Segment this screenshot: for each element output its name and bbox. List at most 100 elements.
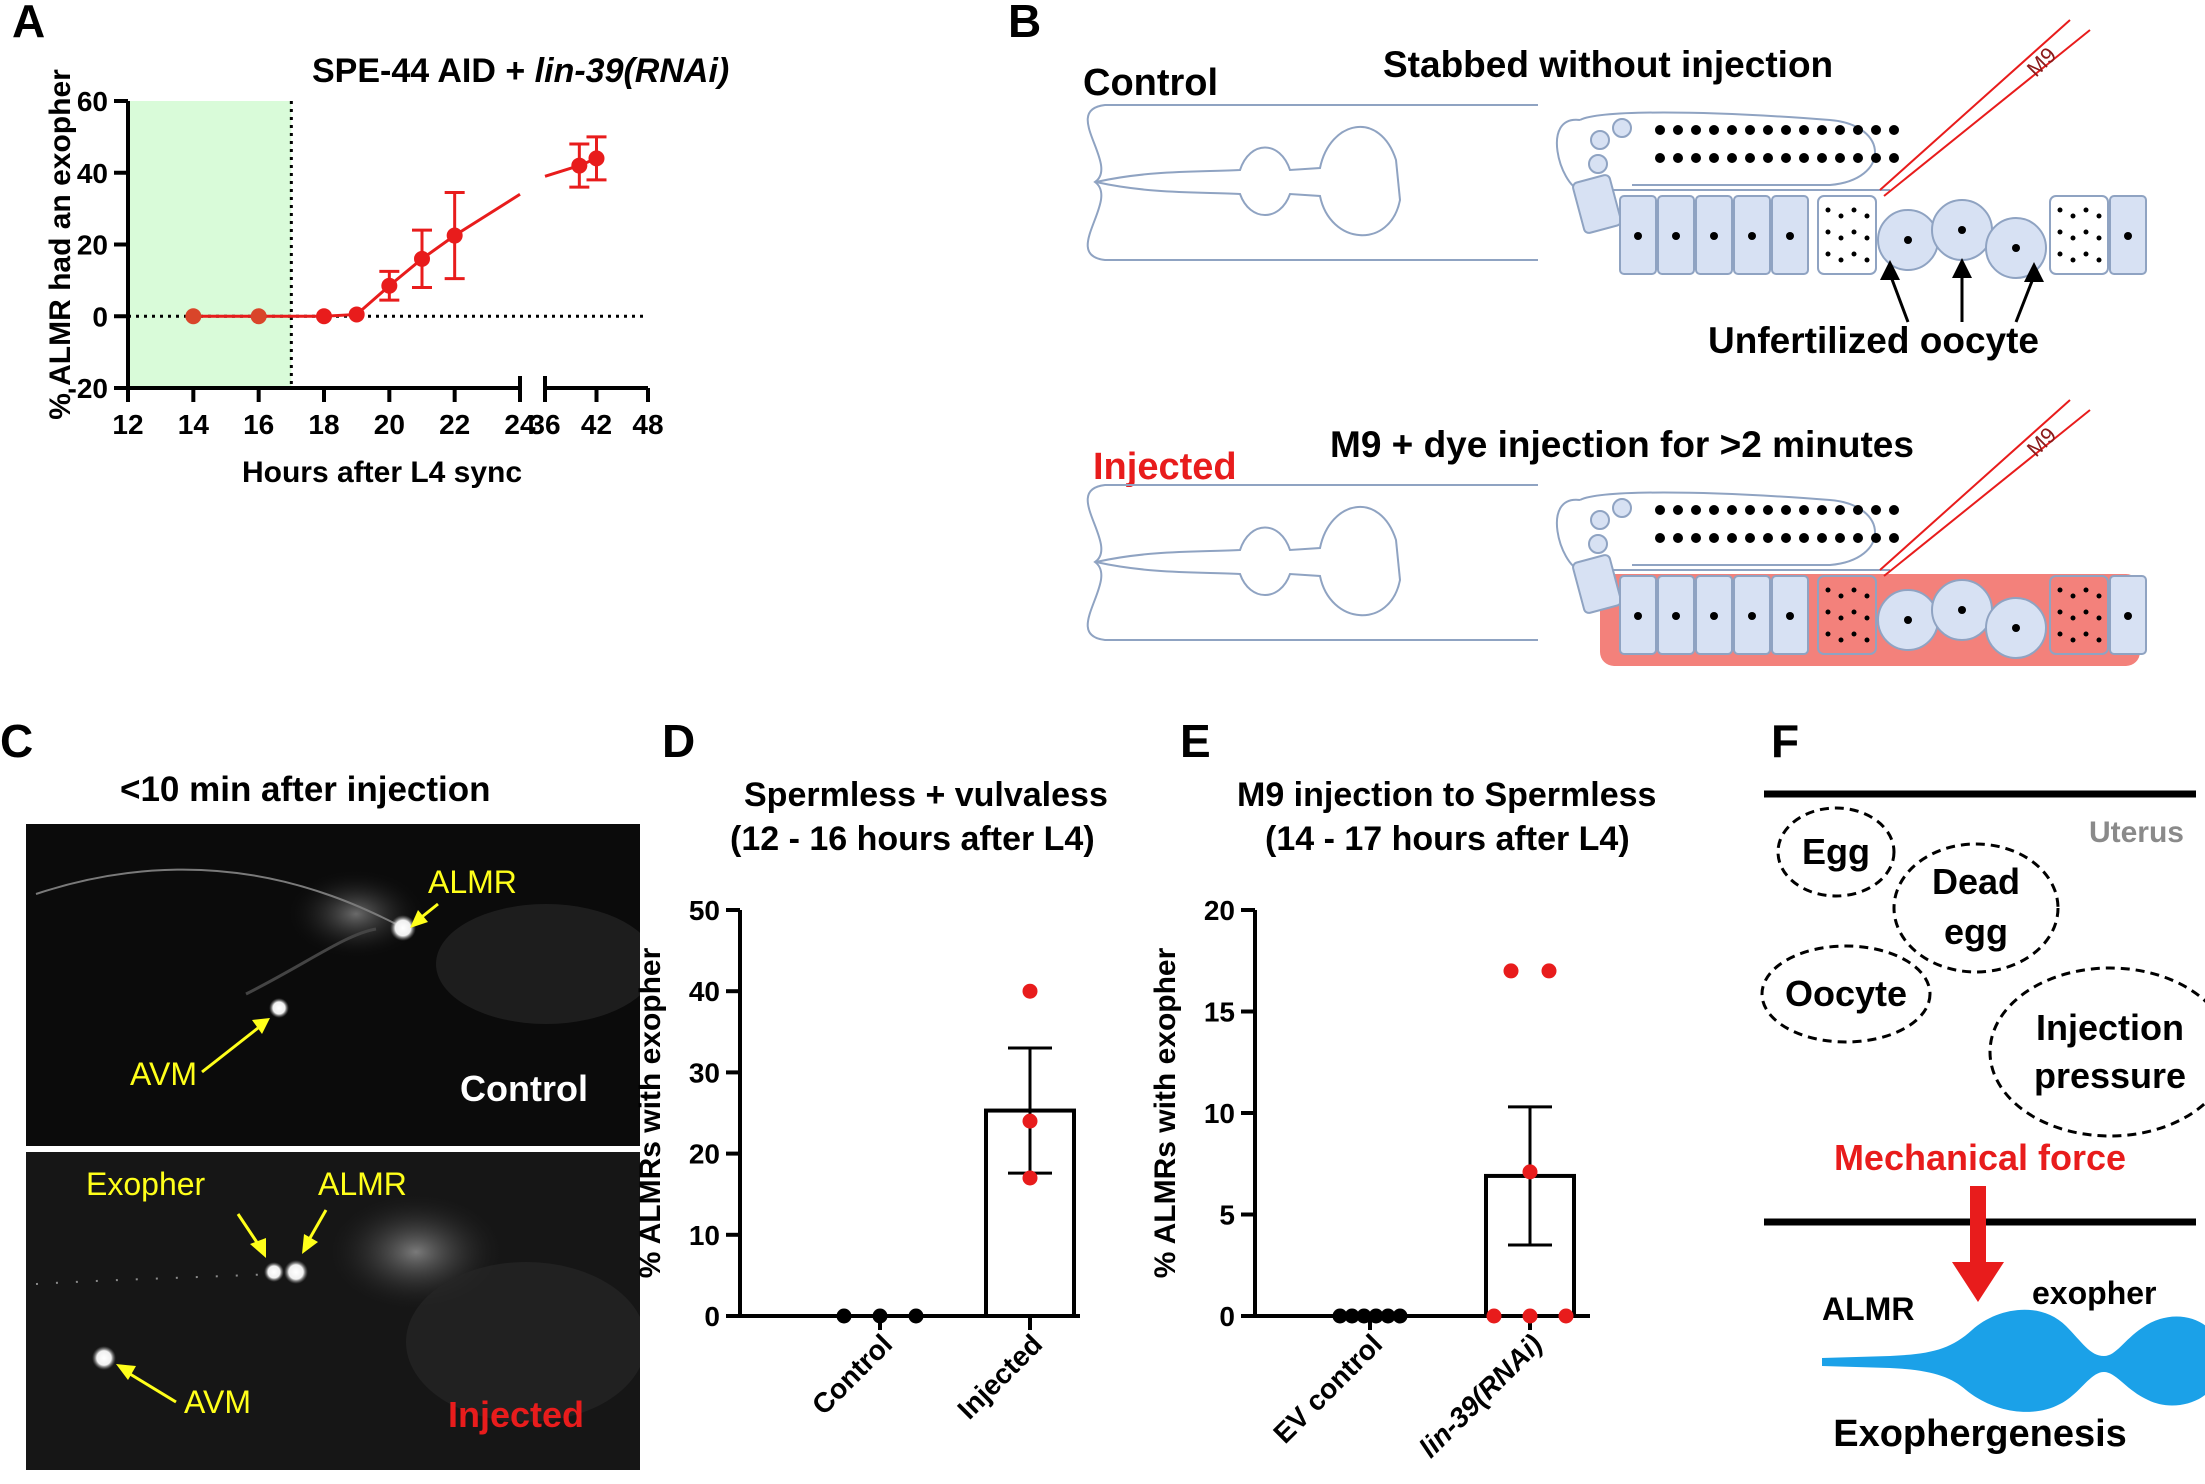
worm-injected-germ-dot bbox=[1835, 505, 1845, 515]
worm-control-sperm-dot bbox=[2070, 235, 2076, 241]
panel-a-data-point bbox=[571, 157, 588, 174]
panel-letter-c: C bbox=[0, 715, 34, 767]
worm-injected-sperm-dot bbox=[2057, 631, 2063, 637]
worm-control-nucleus bbox=[1672, 232, 1680, 240]
worm-control-oocyte-nucleus bbox=[1904, 236, 1912, 244]
worm-injected-germ-dot bbox=[1709, 533, 1719, 543]
worm-control-sperm-dot bbox=[2083, 207, 2089, 213]
panel-e-data-point bbox=[1486, 1308, 1502, 1324]
panel-e-title-2: (14 - 17 hours after L4) bbox=[1265, 820, 1630, 858]
panel-a-y-tick-label: 20 bbox=[77, 230, 108, 261]
worm-control-outline bbox=[1086, 104, 1538, 261]
worm-injected-sperm-dot bbox=[2083, 631, 2089, 637]
panel-d-title-1: Spermless + vulvaless bbox=[744, 776, 1108, 814]
worm-control-sperm-dot bbox=[1851, 229, 1857, 235]
worm-control-germ-dot bbox=[1835, 153, 1845, 163]
worm-injected-germ-dot bbox=[1835, 533, 1845, 543]
worm-control-nucleus bbox=[1786, 232, 1794, 240]
worm-injected-sperm-dot bbox=[2070, 615, 2076, 621]
panel-a-y-tick-label: 40 bbox=[77, 158, 108, 189]
worm-injected-germ-dot bbox=[1853, 505, 1863, 515]
worm-control-spermatheca bbox=[1817, 195, 1877, 275]
panel-a-y-label: % ALMR had an exopher bbox=[44, 69, 77, 420]
worm-injected-germ-dot bbox=[1691, 533, 1701, 543]
worm-injected-sperm-dot bbox=[1838, 593, 1844, 599]
worm-injected-sperm-dot bbox=[2070, 593, 2076, 599]
worm-control-sperm-dot bbox=[1825, 251, 1831, 257]
worm-control-needle bbox=[1883, 29, 2091, 197]
panel-c-title: <10 min after injection bbox=[120, 770, 491, 809]
panel-a-x-label: Hours after L4 sync bbox=[242, 456, 522, 489]
worm-injected-germ-dot bbox=[1853, 533, 1863, 543]
panel-e-y-tick-label: 15 bbox=[1204, 997, 1235, 1028]
worm-control-sperm-dot bbox=[2070, 257, 2076, 263]
worm-control-germ-dot bbox=[1889, 125, 1899, 135]
panel-a-x-tick-label: 24 bbox=[504, 409, 536, 440]
panel-e-y-label: % ALMRs with exopher bbox=[1149, 947, 1182, 1278]
worm-control-germ-dot bbox=[1871, 153, 1881, 163]
force-arrow-shaft bbox=[1970, 1186, 1986, 1272]
exophergenesis-text: Exophergenesis bbox=[1833, 1413, 2127, 1455]
panel-a-x-tick-label: 14 bbox=[178, 409, 210, 440]
worm-injected-germ-dot bbox=[1871, 505, 1881, 515]
worm-control-germ-dot bbox=[1691, 125, 1701, 135]
worm-injected-sperm-dot bbox=[2096, 593, 2102, 599]
worm-injected-oocyte-nucleus bbox=[1958, 606, 1966, 614]
panel-letter-d: D bbox=[662, 715, 696, 767]
control-condition-label: Control bbox=[460, 1068, 588, 1109]
worm-control-germ-dot bbox=[1709, 153, 1719, 163]
oocyte-arrow-head bbox=[1880, 260, 1900, 280]
worm-control-sperm-dot bbox=[2096, 235, 2102, 241]
panel-d-data-point bbox=[1022, 1170, 1038, 1186]
worm-control-germ-dot bbox=[1853, 125, 1863, 135]
worm-control-sperm-dot bbox=[2096, 257, 2102, 263]
panel-e-y-tick-label: 0 bbox=[1219, 1301, 1235, 1332]
worm-injected-germ-dot bbox=[1871, 533, 1881, 543]
worm-injected-sperm-dot bbox=[2083, 609, 2089, 615]
oocyte-arrow-head bbox=[1952, 258, 1972, 278]
worm-injected-nucleus bbox=[1748, 612, 1756, 620]
worm-control-oocyte-nucleus bbox=[2012, 244, 2020, 252]
worm-injected-sperm-dot bbox=[1838, 637, 1844, 643]
worm-control-germ-cell bbox=[1590, 130, 1610, 150]
worm-control-nucleus bbox=[1748, 232, 1756, 240]
panel-e-data-point bbox=[1380, 1308, 1396, 1324]
worm-control-germ-dot bbox=[1673, 153, 1683, 163]
worm-control-germ-dot bbox=[1727, 153, 1737, 163]
panel-a-title-italic: lin-39(RNAi) bbox=[534, 52, 730, 90]
worm-control-germ-dot bbox=[1889, 153, 1899, 163]
panel-e-title-1: M9 injection to Spermless bbox=[1237, 776, 1657, 814]
worm-control-sperm-dot bbox=[1838, 235, 1844, 241]
worm-injected-germ-dot bbox=[1799, 533, 1809, 543]
worm-control-germ-dot bbox=[1835, 125, 1845, 135]
panel-e-y-tick-label: 10 bbox=[1204, 1098, 1235, 1129]
panel-a-y-tick-label: 60 bbox=[77, 86, 108, 117]
worm-control-sperm-dot bbox=[1825, 229, 1831, 235]
worm-injected-sperm-dot bbox=[1851, 587, 1857, 593]
worm-injected-germ-dot bbox=[1673, 505, 1683, 515]
worm-injected-outline bbox=[1086, 484, 1538, 641]
micrograph-control: ALMR AVM Control bbox=[26, 824, 640, 1146]
worm-control-sperm-dot bbox=[1864, 257, 1870, 263]
worm-injected-germ-cell bbox=[1590, 510, 1610, 530]
worm-injected-nucleus bbox=[1634, 612, 1642, 620]
panel-a-y-tick-label: -20 bbox=[68, 373, 108, 404]
panel-a-data-point bbox=[588, 150, 605, 167]
panel-d-y-label: % ALMRs with exopher bbox=[634, 947, 667, 1278]
worm-control-germ-cell bbox=[1612, 118, 1632, 138]
panel-b-control-title: Stabbed without injection bbox=[1383, 44, 1834, 85]
panel-e-data-point bbox=[1356, 1308, 1372, 1324]
worm-control-germ-dot bbox=[1655, 153, 1665, 163]
worm-control-germ-dot bbox=[1727, 125, 1737, 135]
worm-injected-germ-dot bbox=[1727, 533, 1737, 543]
panel-d-y-tick-label: 0 bbox=[704, 1301, 720, 1332]
egg-text: Egg bbox=[1802, 831, 1870, 872]
worm-control-nucleus bbox=[1710, 232, 1718, 240]
panel-b-oocyte-label: Unfertilized oocyte bbox=[1708, 320, 2039, 361]
micrograph-injected: Exopher ALMR AVM Injected bbox=[26, 1152, 640, 1470]
worm-injected-needle bbox=[1883, 409, 2091, 577]
worm-injected-germ-dot bbox=[1745, 505, 1755, 515]
worm-injected-sperm-dot bbox=[1864, 637, 1870, 643]
worm-injected-nucleus bbox=[1710, 612, 1718, 620]
worm-control-oocyte-nucleus bbox=[1958, 226, 1966, 234]
